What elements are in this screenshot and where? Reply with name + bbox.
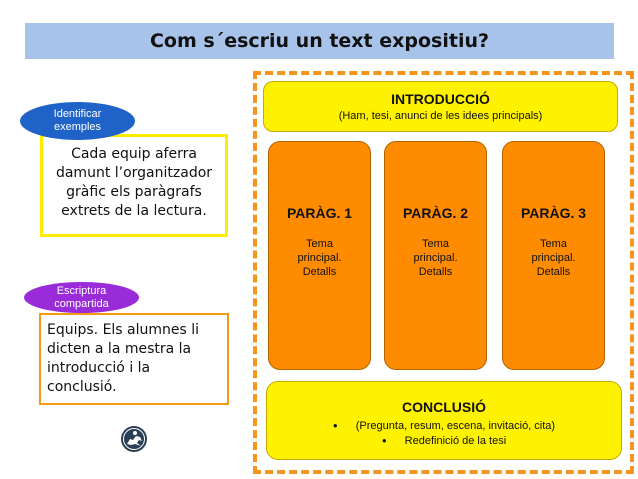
- paragraph-title: PARÀG. 2: [402, 205, 469, 221]
- shared-writing-badge: Escriptura compartida: [24, 282, 139, 313]
- writing-text-box: Equips. Els alumnes li dicten a la mestr…: [39, 313, 229, 405]
- paragraph-body: Tema principal. Detalls: [269, 237, 370, 279]
- paragraph-body: Tema principal. Detalls: [385, 237, 486, 279]
- paragraph-line: Tema: [540, 238, 567, 250]
- paragraph-line: principal.: [297, 252, 342, 264]
- organizer-frame: [253, 71, 634, 474]
- shared-writing-label: Escriptura compartida: [54, 284, 109, 310]
- paragraph-line: principal.: [531, 252, 576, 264]
- title-bar: Com s´escriu un text expositiu?: [25, 23, 614, 59]
- paragraph-box-2: PARÀG. 2 Tema principal. Detalls: [384, 141, 487, 370]
- paragraph-box-1: PARÀG. 1 Tema principal. Detalls: [268, 141, 371, 370]
- conclusion-title: CONCLUSIÓ: [402, 399, 486, 415]
- paragraph-line: Tema: [306, 238, 333, 250]
- paragraph-line: Detalls: [302, 266, 337, 278]
- conclusion-item: Redefinició de la tesi: [267, 434, 621, 449]
- conclusion-box: CONCLUSIÓ (Pregunta, resum, escena, invi…: [266, 381, 622, 460]
- rider-logo-icon: [121, 426, 147, 452]
- identify-text-box: Cada equip aferra damunt l’organitzador …: [40, 134, 228, 237]
- paragraph-line: Detalls: [536, 266, 571, 278]
- paragraph-line: Tema: [422, 238, 449, 250]
- conclusion-list: (Pregunta, resum, escena, invitació, cit…: [267, 419, 621, 449]
- paragraph-line: principal.: [413, 252, 458, 264]
- paragraph-body: Tema principal. Detalls: [503, 237, 604, 279]
- paragraph-title: PARÀG. 1: [286, 205, 353, 221]
- paragraph-box-3: PARÀG. 3 Tema principal. Detalls: [502, 141, 605, 370]
- paragraph-line: Detalls: [418, 266, 453, 278]
- introduction-subtitle: (Ham, tesi, anunci de les idees principa…: [338, 110, 543, 122]
- paragraph-title: PARÀG. 3: [520, 205, 587, 221]
- identify-examples-badge: Identificar exemples: [20, 102, 135, 140]
- conclusion-item: (Pregunta, resum, escena, invitació, cit…: [267, 419, 621, 434]
- page-title: Com s´escriu un text expositiu?: [149, 30, 490, 52]
- introduction-title: INTRODUCCIÓ: [391, 91, 490, 107]
- identify-examples-label: Identificar exemples: [53, 108, 102, 133]
- introduction-box: INTRODUCCIÓ (Ham, tesi, anunci de les id…: [263, 81, 618, 132]
